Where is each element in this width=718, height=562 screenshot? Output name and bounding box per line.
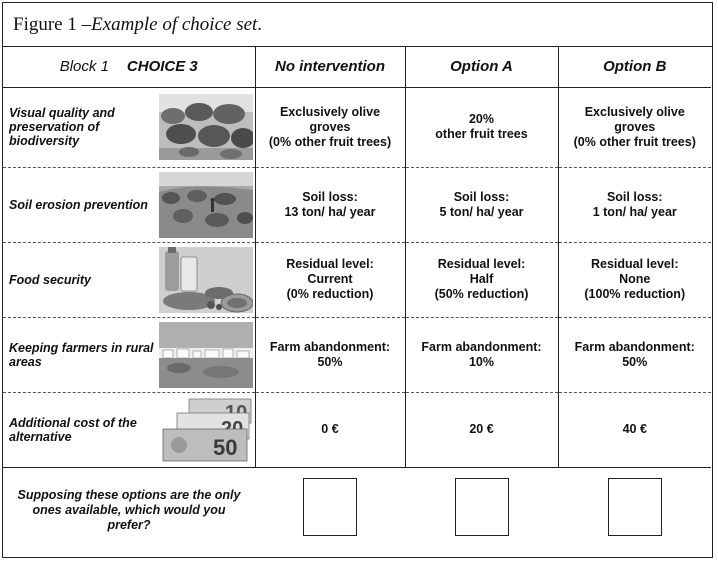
figure-caption: Figure 1 – Example of choice set. <box>3 3 712 47</box>
choice-cell-option-a <box>405 467 558 554</box>
attribute-label: Visual quality and preservation of biodi… <box>9 106 115 148</box>
column-header-option-a: Option A <box>404 47 558 88</box>
food-photo-icon <box>158 246 253 313</box>
header-row: Block 1 CHOICE 3 No intervention Option A… <box>3 47 711 88</box>
value-cell: Residual level:Current(0% reduction) <box>254 242 405 318</box>
block-header: Block 1 CHOICE 3 <box>3 47 255 88</box>
question-cell: Supposing these options are the only one… <box>3 467 255 554</box>
column-header-no-intervention: No intervention <box>254 47 405 88</box>
value-cell: Residual level:Half(50% reduction) <box>404 242 558 318</box>
attribute-cell: Additional cost of the alternative 10 20… <box>3 392 255 468</box>
preference-question: Supposing these options are the only one… <box>17 488 241 532</box>
attribute-cell: Keeping farmers in rural areas <box>3 317 255 393</box>
value-cell: Farm abandonment:10% <box>404 317 558 393</box>
attribute-row: Food security Residual lev <box>3 242 711 318</box>
choice-label: CHOICE 3 <box>126 58 198 76</box>
choice-checkbox-no-intervention[interactable] <box>303 477 357 536</box>
euro-banknotes-photo-icon: 10 20 50 <box>158 396 253 463</box>
attribute-label: Additional cost of the alternative <box>9 415 137 444</box>
attribute-cell: Soil erosion prevention <box>3 167 255 243</box>
attribute-cell: Visual quality and preservation of biodi… <box>3 87 255 168</box>
question-row: Supposing these options are the only one… <box>3 467 711 554</box>
attribute-row: Soil erosion prevention <box>3 167 711 243</box>
attribute-row: Additional cost of the alternative 10 20… <box>3 392 711 468</box>
attribute-row: Visual quality and preservation of biodi… <box>3 87 711 168</box>
block-label: Block 1 <box>59 58 109 76</box>
choice-checkbox-option-a[interactable] <box>454 477 509 536</box>
value-cell: Soil loss:5 ton/ ha/ year <box>404 167 558 243</box>
choice-cell-no-intervention <box>255 467 405 554</box>
attribute-label: Soil erosion prevention <box>9 197 148 212</box>
village-photo-icon <box>158 321 253 388</box>
value-cell: Farm abandonment:50% <box>557 317 711 393</box>
value-cell: Residual level:None(100% reduction) <box>557 242 711 318</box>
caption-title: Example of choice set <box>91 13 258 35</box>
caption-suffix: . <box>257 13 263 35</box>
value-cell: Soil loss:13 ton/ ha/ year <box>254 167 405 243</box>
choice-cell-option-b <box>558 467 711 554</box>
hillside-photo-icon <box>158 171 253 238</box>
value-cell: 20%other fruit trees <box>404 87 558 168</box>
attribute-row: Keeping farmers in rural areas <box>3 317 711 393</box>
attribute-cell: Food security <box>3 242 255 318</box>
value-cell: Soil loss:1 ton/ ha/ year <box>557 167 711 243</box>
banknote-fifty: 50 <box>213 435 237 460</box>
choice-set-table: Block 1 CHOICE 3 No intervention Option A… <box>3 47 711 554</box>
column-header-option-b: Option B <box>557 47 711 88</box>
olive-grove-photo-icon <box>158 94 253 160</box>
choice-checkbox-option-b[interactable] <box>607 477 662 536</box>
attribute-label: Food security <box>9 272 91 287</box>
value-cell: 0 € <box>254 392 405 468</box>
value-cell: Farm abandonment:50% <box>254 317 405 393</box>
caption-prefix: Figure 1 – <box>13 13 92 35</box>
value-cell: 20 € <box>404 392 558 468</box>
figure-frame: Figure 1 – Example of choice set. Block … <box>2 2 713 558</box>
attribute-label: Keeping farmers in rural areas <box>9 340 154 369</box>
value-cell: 40 € <box>557 392 711 468</box>
